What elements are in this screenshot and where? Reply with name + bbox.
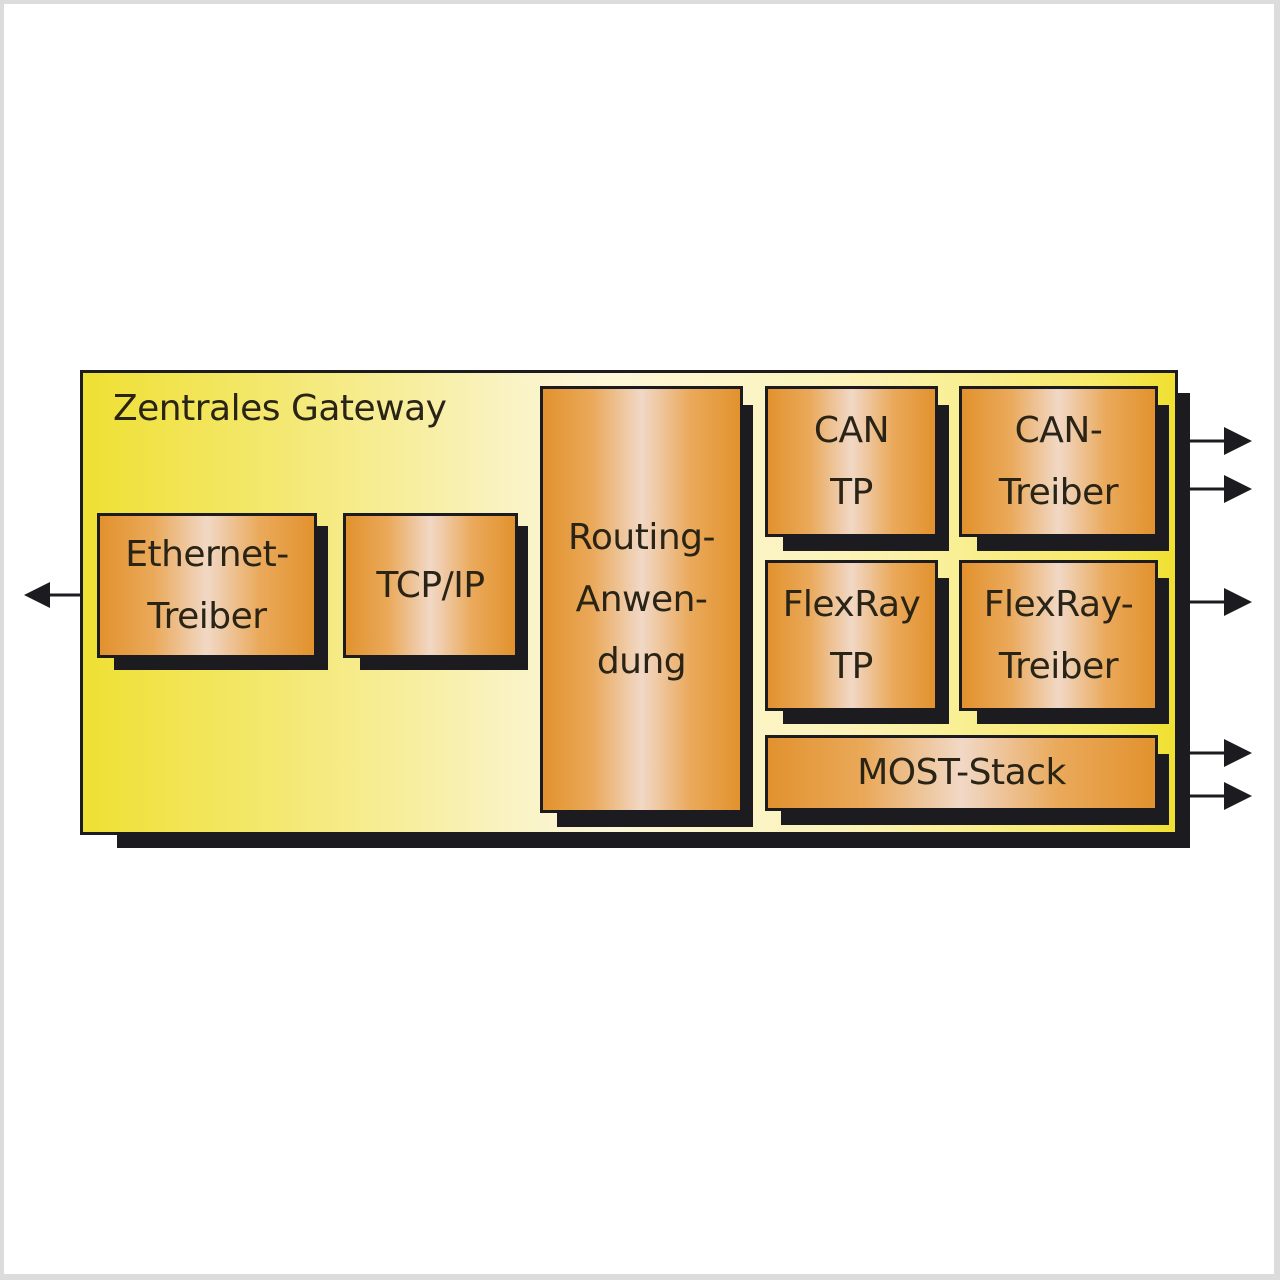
block-label-line: Treiber <box>998 471 1119 513</box>
arrow-left-ethernet <box>24 582 82 608</box>
can-driver-block: CAN- Treiber <box>959 386 1158 537</box>
block-label-line: CAN <box>813 409 890 451</box>
block-label-line: Treiber <box>147 595 267 637</box>
arrow-right-can-1 <box>1188 427 1252 455</box>
most-stack-block: MOST-Stack <box>765 735 1158 811</box>
block-label-line: dung <box>596 641 687 682</box>
block-label-line: MOST-Stack <box>857 752 1066 793</box>
block-label-line: FlexRay <box>782 583 921 625</box>
block-label-line: TCP/IP <box>376 564 485 606</box>
flexray-tp-block: FlexRay TP <box>765 560 938 711</box>
can-tp-block: CAN TP <box>765 386 938 537</box>
gateway-title: Zentrales Gateway <box>113 388 447 429</box>
block-label-line: Anwen- <box>575 579 708 620</box>
arrow-right-most-2 <box>1188 782 1252 810</box>
routing-app-block: Routing- Anwen- dung <box>540 386 743 813</box>
ethernet-driver-block: Ethernet- Treiber <box>97 513 317 658</box>
arrow-right-flexray <box>1188 588 1252 616</box>
arrow-right-most-1 <box>1188 739 1252 767</box>
block-label-line: TP <box>830 645 873 687</box>
block-label-line: Routing- <box>567 517 716 558</box>
flexray-driver-block: FlexRay- Treiber <box>959 560 1158 711</box>
block-label-line: CAN- <box>1014 409 1103 451</box>
block-label-line: Treiber <box>998 645 1119 687</box>
arrow-right-can-2 <box>1188 475 1252 503</box>
block-label-line: TP <box>830 471 873 513</box>
tcp-ip-block: TCP/IP <box>343 513 518 658</box>
block-label-line: Ethernet- <box>125 533 289 575</box>
block-label-line: FlexRay- <box>983 583 1134 625</box>
